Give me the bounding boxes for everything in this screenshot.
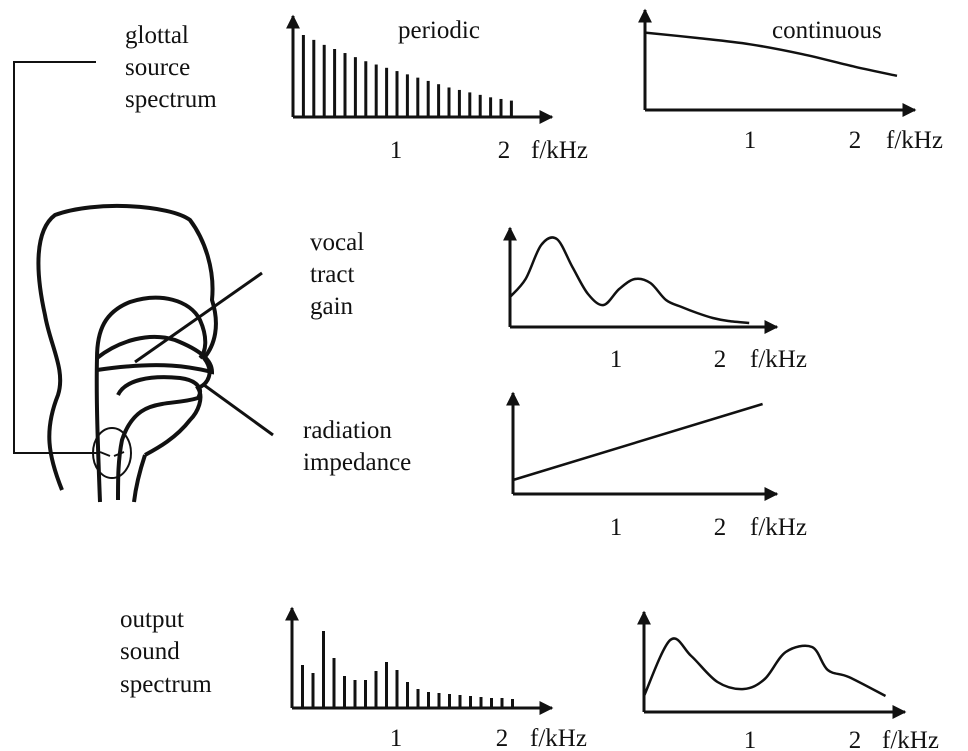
vocal-tract-pointer (134, 271, 263, 364)
label-output-spectrum: spectrum (120, 671, 212, 698)
label-vocal: vocal (310, 229, 364, 256)
x-tick-label-2: 2 (714, 346, 727, 373)
x-axis-label: f/kHz (882, 727, 939, 751)
spectrum-curve (644, 31, 898, 78)
x-axis-label: f/kHz (750, 346, 807, 373)
x-tick-label-2: 2 (496, 725, 509, 751)
vocal-tract-gain-chart: 1 2 f/kHz (503, 226, 807, 373)
throat-front (132, 454, 147, 503)
x-axis-label: f/kHz (531, 137, 588, 164)
x-tick-label-1: 1 (390, 725, 403, 751)
label-sound: sound (120, 638, 180, 665)
label-radiation: radiation (303, 417, 392, 444)
x-tick-label-1: 1 (390, 137, 403, 164)
x-axis-label: f/kHz (886, 127, 943, 154)
x-tick-label-1: 1 (744, 127, 757, 154)
label-spectrum: spectrum (125, 86, 217, 113)
x-tick-label-2: 2 (498, 137, 511, 164)
glottal-periodic-chart: periodic 1 2 f/kHz (286, 14, 588, 164)
label-source: source (125, 54, 190, 81)
x-tick-label-1: 1 (610, 514, 623, 541)
glottal-continuous-chart: continuous 1 2 f/kHz (638, 8, 943, 154)
tongue-outline (116, 375, 202, 501)
chart-title-continuous: continuous (772, 17, 882, 44)
chart-title-periodic: periodic (398, 17, 480, 44)
x-tick-label-1: 1 (744, 727, 757, 751)
x-tick-label-2: 2 (849, 727, 862, 751)
x-tick-label-1: 1 (610, 346, 623, 373)
x-tick-label-2: 2 (714, 514, 727, 541)
throat-back (94, 357, 102, 503)
spectrum-curve (512, 402, 763, 482)
output-periodic-chart: 1 2 f/kHz (285, 606, 587, 751)
nasal-cavity (95, 334, 215, 375)
label-output: output (120, 606, 184, 633)
radiation-pointer (203, 383, 274, 437)
vocal-folds-mark (99, 451, 125, 457)
head-illustration (36, 203, 218, 503)
spectrum-curve (509, 236, 750, 325)
glottal-pointer (13, 61, 100, 454)
label-impedance: impedance (303, 449, 411, 476)
radiation-impedance-chart: 1 2 f/kHz (506, 391, 807, 541)
label-tract: tract (310, 261, 354, 288)
x-axis-label: f/kHz (750, 514, 807, 541)
label-glottal: glottal (125, 22, 189, 49)
oral-cavity-roof (95, 295, 208, 360)
label-gain: gain (310, 293, 354, 320)
x-axis-label: f/kHz (530, 725, 587, 751)
output-continuous-chart: 1 2 f/kHz (637, 610, 939, 751)
spectrum-curve (642, 637, 887, 698)
x-tick-label-2: 2 (849, 127, 862, 154)
